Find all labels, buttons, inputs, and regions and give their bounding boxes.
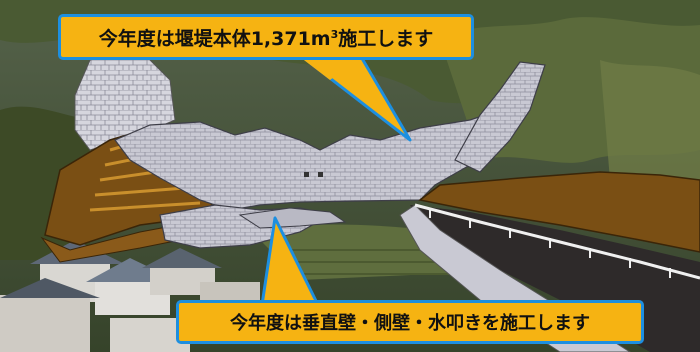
drain-hole: [318, 172, 323, 177]
guardrail: [414, 203, 700, 280]
top-callout: 今年度は堰堤本体1,371m3施工します: [58, 14, 474, 60]
right-earth-bank: [418, 171, 700, 253]
top-callout-text: 今年度は堰堤本体1,371m3施工します: [98, 27, 434, 50]
hillside-trees: [600, 60, 700, 190]
drain-hole: [304, 172, 309, 177]
right-wing-wall: [454, 61, 546, 173]
bottom-callout: 今年度は垂直壁・側壁・水叩きを施工します: [176, 300, 644, 344]
bottom-callout-text: 今年度は垂直壁・側壁・水叩きを施工します: [230, 313, 590, 334]
